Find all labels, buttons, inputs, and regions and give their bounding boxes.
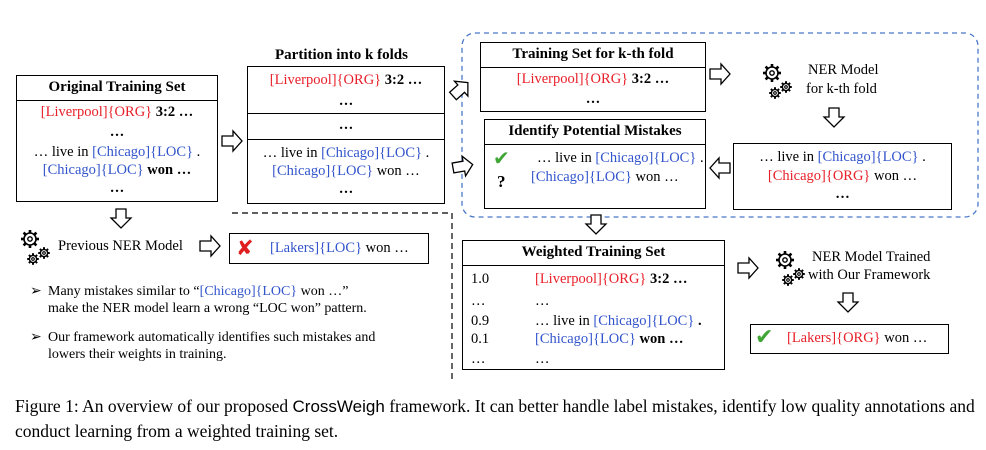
weighted-title: Weighted Training Set	[463, 241, 724, 266]
gear-icon	[19, 228, 51, 266]
ner-kth-line2: for k-th fold	[806, 81, 877, 97]
previous-result-box: ✘ [Lakers]{LOC} won …	[229, 233, 429, 264]
arrow-ner-to-prediction	[823, 107, 845, 128]
partition-fold3-line2: [Chicago]{LOC} won …	[272, 163, 420, 179]
partition-fold1-line2: …	[338, 93, 354, 109]
original-line-3: … live in [Chicago]{LOC} .	[33, 144, 201, 160]
arrow-partition-to-identify	[450, 154, 476, 179]
gear-icon	[761, 62, 793, 100]
weight-value: 0.9	[471, 313, 490, 329]
identify-line1: … live in [Chicago]{LOC} .	[537, 150, 704, 166]
arrow-training-to-ner	[709, 63, 731, 85]
prediction-line1: … live in [Chicago]{LOC} .	[759, 149, 926, 165]
partition-fold2-line1: …	[338, 117, 354, 133]
arrow-partition-to-training	[445, 74, 476, 105]
identify-mistakes-box: Identify Potential Mistakes ✔ … live in …	[484, 119, 706, 209]
arrow-orig-to-partition	[221, 130, 243, 152]
arrow-previous-to-result	[199, 235, 221, 257]
weighted-row-text: … live in [Chicago]{LOC} .	[535, 313, 702, 329]
note-bullet-icon: ➢	[30, 330, 42, 345]
prediction-line2: [Chicago]{ORG} won …	[767, 168, 918, 184]
training-kth-title: Training Set for k-th fold	[481, 43, 705, 68]
weighted-row-text: …	[535, 293, 550, 309]
weight-value: …	[471, 351, 486, 367]
original-line-1: [Liverpool]{ORG} 3:2 …	[40, 104, 194, 120]
final-result-box: ✔ [Lakers]{ORG} won …	[750, 324, 949, 354]
ner-final-line2: with Our Framework	[808, 267, 931, 283]
check-icon: ✔	[755, 325, 774, 350]
original-line-5: …	[109, 180, 125, 196]
previous-result-text: [Lakers]{LOC} won …	[270, 240, 409, 256]
figure-caption: Figure 1: An overview of our proposed Cr…	[15, 396, 975, 441]
arrow-prediction-to-identify	[709, 157, 731, 179]
note-bullet-icon: ➢	[30, 284, 42, 299]
note-2-line-2: lowers their weights in training.	[48, 347, 227, 362]
arrow-ner-to-final	[837, 292, 859, 313]
original-line-4: [Chicago]{LOC} won …	[42, 162, 192, 178]
partition-fold1-line1: [Liverpool]{ORG} 3:2 …	[269, 72, 423, 88]
cross-icon: ✘	[236, 236, 254, 260]
check-icon: ✔	[493, 146, 510, 170]
separator-line	[232, 212, 453, 380]
weighted-training-set-box: Weighted Training Set 1.0 [Liverpool]{ORG…	[462, 240, 725, 370]
fold-divider	[248, 139, 444, 140]
weight-value: …	[471, 293, 486, 309]
arrow-orig-to-previous	[110, 208, 132, 229]
prediction-box: … live in [Chicago]{LOC} . [Chicago]{ORG…	[733, 143, 952, 210]
identify-line2: [Chicago]{LOC} won …	[531, 169, 679, 185]
weighted-row-text: [Liverpool]{ORG} 3:2 …	[535, 271, 688, 287]
original-training-set-title: Original Training Set	[17, 76, 217, 101]
original-training-set-box: Original Training Set [Liverpool]{ORG} 3…	[16, 75, 218, 202]
weight-value: 1.0	[471, 271, 490, 287]
ner-kth-line1: NER Model	[808, 62, 879, 78]
identify-divider	[485, 144, 705, 145]
question-icon: ?	[497, 172, 506, 191]
partition-box: [Liverpool]{ORG} 3:2 … … … … live in [Ch…	[247, 66, 445, 204]
note-1-line-1: Many mistakes similar to “[Chicago]{LOC}…	[48, 284, 349, 299]
previous-ner-label: Previous NER Model	[58, 238, 183, 254]
fold-divider	[248, 113, 444, 114]
weighted-row-text: [Chicago]{LOC} won …	[535, 331, 684, 347]
original-line-2: …	[109, 124, 125, 140]
prediction-line3: …	[835, 186, 850, 202]
training-kth-line1: [Liverpool]{ORG} 3:2 …	[516, 71, 670, 87]
weight-value: 0.1	[471, 331, 490, 347]
arrow-identify-to-weighted	[585, 214, 607, 235]
ner-final-line1: NER Model Trained	[812, 249, 931, 265]
note-2-line-1: Our framework automatically identifies s…	[48, 330, 376, 345]
kfold-region	[461, 32, 979, 218]
identify-mistakes-title: Identify Potential Mistakes	[508, 123, 682, 139]
final-result-text: [Lakers]{ORG} won …	[787, 330, 928, 346]
note-1-line-2: make the NER model learn a wrong “LOC wo…	[48, 301, 367, 316]
training-kth-line2: …	[585, 91, 601, 107]
gear-icon	[774, 249, 806, 287]
training-kth-box: Training Set for k-th fold [Liverpool]{O…	[480, 42, 706, 112]
arrow-weighted-to-ner	[737, 257, 759, 279]
partition-title: Partition into k folds	[275, 47, 408, 63]
weighted-row-text: …	[535, 351, 550, 367]
partition-fold3-line1: … live in [Chicago]{LOC} .	[262, 145, 430, 161]
partition-fold3-line3: …	[338, 181, 354, 197]
